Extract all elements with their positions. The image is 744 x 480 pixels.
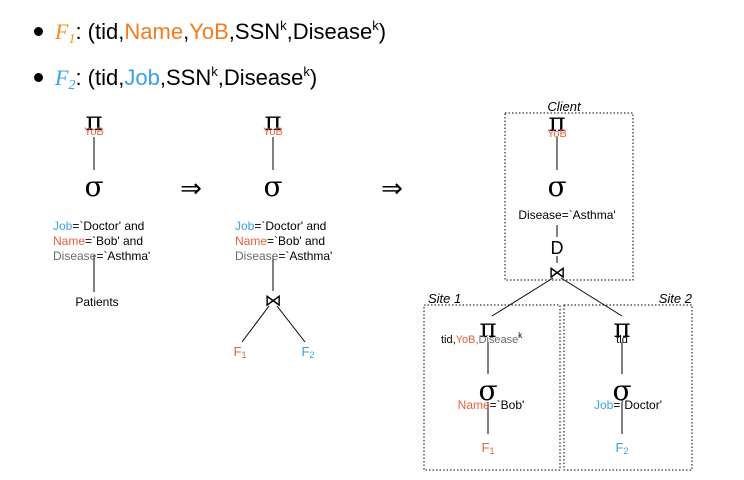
site1-leaf-f1: F1 (482, 440, 495, 456)
bullet-dot (34, 26, 43, 36)
tree1-leaf-patients: Patients (75, 295, 118, 309)
site2-label: Site 2 (659, 291, 693, 306)
site1-sigma-symbol: σ (478, 374, 497, 407)
tree2-sigma-symbol: σ (263, 170, 282, 203)
tree2-cond-line3: Disease=`Asthma' (235, 249, 332, 263)
fragment-open: : ( (75, 65, 96, 90)
encrypted-superscript: k (280, 18, 287, 33)
bullet-dot (34, 72, 43, 82)
client-box (504, 112, 634, 281)
tree3-pi-symbol: π (548, 108, 565, 138)
attribute-text: YoB (189, 19, 229, 44)
attribute-text: ,SSN (228, 19, 281, 44)
bullet-item: F1: (tid,Name,YoB,SSNk,Diseasek) (34, 10, 386, 56)
tree1-cond-line2: Name=`Bob' and (53, 234, 143, 248)
attribute-text: , (118, 19, 125, 44)
attribute-text: Job (124, 65, 160, 90)
rewrite-arrow-1: ⇒ (180, 174, 202, 204)
site2-sigma-symbol: σ (612, 374, 631, 407)
site1-cond: Name=`Bob' (458, 398, 525, 412)
site2-proj-attr: tid (616, 334, 628, 346)
tree1-proj-attr: YoB (84, 126, 104, 138)
tree2-edge-join-f2 (276, 305, 306, 343)
tree3-edge-join-site1 (491, 277, 554, 317)
tree2-cond-line2: Name=`Bob' and (235, 234, 325, 248)
attribute-text: Name (124, 19, 184, 44)
site2-leaf-f2: F2 (616, 440, 629, 456)
tree3-cond: Disease=`Asthma' (518, 208, 615, 222)
tree1-sigma-symbol: σ (84, 170, 103, 203)
tree3-sigma-symbol: σ (547, 170, 566, 203)
tree3-decrypt-op: D (551, 238, 564, 258)
tree2-proj-attr: YoB (263, 126, 283, 138)
attribute-text: ) (378, 19, 387, 44)
site2-cond: Job=`Doctor' (594, 398, 662, 412)
fragment-subscript: 2 (68, 78, 76, 93)
tree2-edge-join-f1 (241, 305, 270, 343)
rewrite-arrow-2: ⇒ (381, 174, 403, 204)
tree2-cond-line1: Job=`Doctor' and (235, 219, 326, 233)
bullet-item: F2: (tid,Job,SSNk,Diseasek) (34, 56, 386, 102)
attribute-text: tid (95, 65, 119, 90)
client-label: Client (547, 99, 582, 114)
tree2-pi-symbol: π (264, 107, 281, 137)
encrypted-superscript: k (372, 18, 379, 33)
encrypted-superscript: k (211, 64, 218, 79)
site1-proj-attrs: tid,YoB,Diseasek (441, 331, 523, 346)
tree1-cond-line1: Job=`Doctor' and (53, 219, 144, 233)
site2-pi-symbol: π (613, 314, 630, 344)
attribute-text: , (183, 19, 190, 44)
attribute-text: ) (309, 65, 318, 90)
fragment-name: F2 (55, 65, 76, 93)
fragment-open: : ( (75, 19, 96, 44)
tree2-join-symbol: ⋈ (265, 291, 282, 311)
bullet-list: F1: (tid,Name,YoB,SSNk,Diseasek) F2: (ti… (34, 10, 386, 102)
tree3-edge-join-site2 (560, 277, 623, 317)
tree2-leaf-f1: F1 (234, 344, 247, 360)
encrypted-superscript: k (303, 64, 310, 79)
fragment-name: F1 (55, 19, 76, 47)
tree1-cond-line3: Disease=`Asthma' (53, 249, 150, 263)
attribute-text: ,Disease (217, 65, 304, 90)
site1-pi-symbol: π (479, 314, 496, 344)
attribute-text: , (118, 65, 125, 90)
tree3-proj-attr: YoB (547, 128, 567, 140)
tree1-pi-symbol: π (85, 107, 102, 137)
site1-box (423, 304, 561, 471)
attribute-text: ,Disease (286, 19, 373, 44)
site2-box (563, 304, 693, 471)
attribute-text: ,SSN (159, 65, 212, 90)
fragment-subscript: 1 (68, 32, 76, 47)
tree3-join-symbol: ⋈ (549, 263, 566, 283)
tree2-leaf-f2: F2 (302, 344, 315, 360)
site1-label: Site 1 (428, 291, 461, 306)
attribute-text: tid (95, 19, 119, 44)
